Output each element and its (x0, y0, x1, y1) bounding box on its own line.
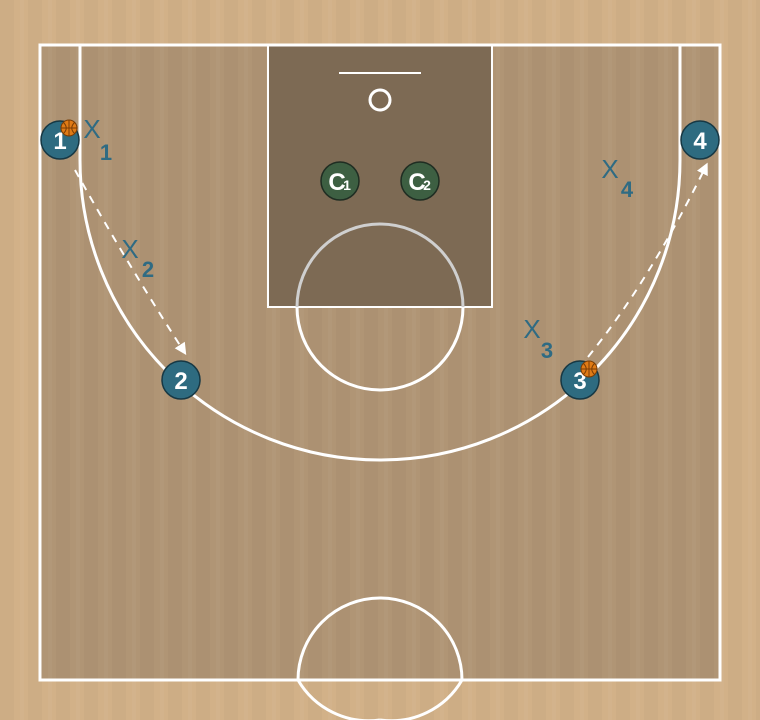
player-number: 2 (174, 368, 187, 395)
coach-c2[interactable]: C 2 (400, 161, 440, 201)
center-circle-lower-right (380, 679, 464, 720)
three-point-line (78, 45, 682, 462)
player-4[interactable]: 4 (680, 120, 720, 160)
coach-marker (400, 161, 440, 201)
basketball-icon (580, 360, 598, 378)
defender-subscript: 3 (541, 338, 553, 363)
defender-label: X (83, 114, 100, 144)
player-3[interactable]: 3 (560, 360, 600, 400)
rim (368, 88, 392, 112)
center-circle-lower (296, 679, 380, 720)
court-boundary (38, 43, 722, 682)
coach-label: C (408, 169, 425, 196)
movement-path-1-to-2 (74, 169, 187, 356)
player-2[interactable]: 2 (161, 360, 201, 400)
defender-x2[interactable]: X 2 (121, 234, 154, 282)
defender-label: X (523, 314, 540, 344)
free-throw-circle-bottom (295, 306, 465, 392)
player-1[interactable]: 1 (40, 119, 80, 160)
defender-subscript: 2 (142, 257, 154, 282)
defender-x3[interactable]: X 3 (523, 314, 553, 363)
player-number: 1 (53, 128, 66, 155)
defender-subscript: 1 (100, 140, 112, 165)
defender-label: X (601, 154, 618, 184)
coach-subscript: 2 (423, 177, 431, 193)
defender-subscript: 4 (621, 177, 634, 202)
defender-x4[interactable]: X 4 (601, 154, 634, 202)
free-throw-circle-top (295, 222, 465, 308)
coach-c1[interactable]: C 1 (320, 161, 360, 201)
defender-x1[interactable]: X 1 (83, 114, 112, 165)
basketball-icon (60, 119, 78, 137)
player-marker (161, 360, 201, 400)
coach-marker (320, 161, 360, 201)
player-marker (680, 120, 720, 160)
paint-area (267, 44, 493, 308)
player-number: 4 (693, 128, 707, 155)
center-circle (296, 596, 464, 681)
coach-subscript: 1 (343, 177, 351, 193)
defender-label: X (121, 234, 138, 264)
coach-label: C (328, 169, 345, 196)
